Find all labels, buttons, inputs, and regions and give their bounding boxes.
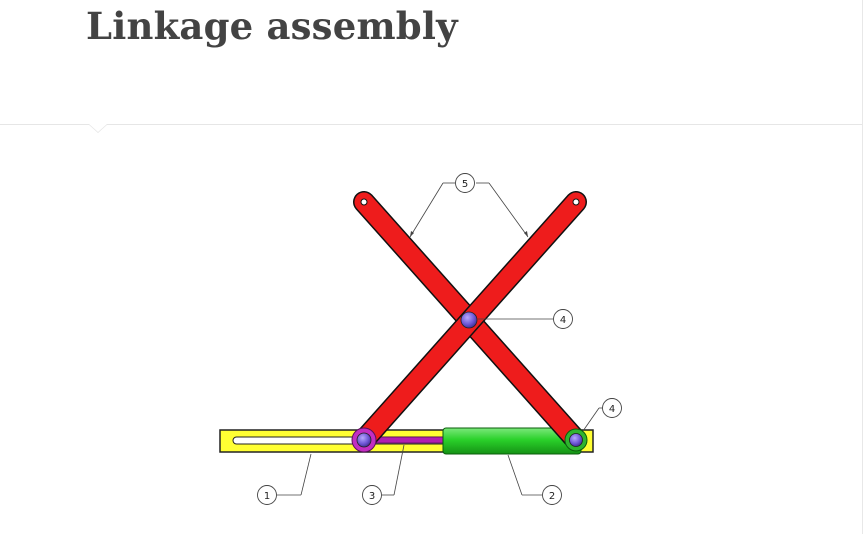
callout-3: 3 — [362, 444, 405, 505]
page-title: Linkage assembly — [86, 4, 458, 48]
center-pin — [460, 311, 478, 329]
callout-4-center: 4 — [478, 309, 573, 329]
callout-5-label: 5 — [462, 179, 468, 190]
callout-4-right-label: 4 — [609, 404, 615, 415]
callout-2: 2 — [507, 454, 562, 505]
callout-5: 5 — [409, 173, 529, 238]
left-pin — [351, 427, 377, 453]
page-edge — [862, 0, 863, 534]
callout-4-right: 4 — [582, 398, 622, 432]
callout-4-center-label: 4 — [560, 315, 566, 326]
callout-2-label: 2 — [549, 491, 555, 502]
header-divider — [0, 124, 862, 125]
callout-1: 1 — [257, 453, 312, 505]
right-pin — [564, 428, 588, 452]
piston-rod — [369, 436, 451, 444]
callout-3-label: 3 — [369, 491, 375, 502]
callout-1-label: 1 — [264, 491, 270, 502]
